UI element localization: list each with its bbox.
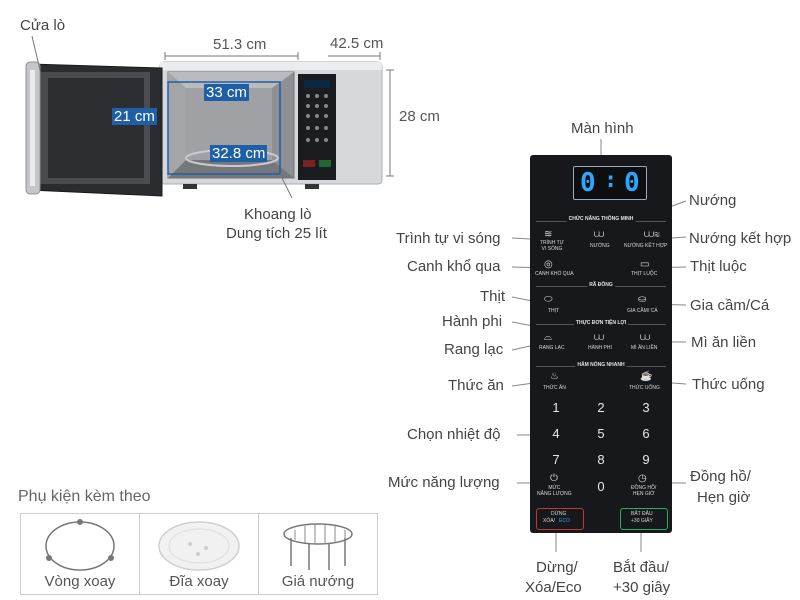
plus30-label: +30 GIÂY bbox=[631, 518, 653, 524]
display-callout: Màn hình bbox=[571, 120, 634, 137]
btn-poultry-fish[interactable]: GIA CẦM/ CÁ bbox=[627, 308, 658, 314]
callout-grill: Nướng bbox=[689, 192, 737, 209]
key-1[interactable]: 1 bbox=[552, 400, 560, 415]
noodle-icon: ⩊ bbox=[640, 332, 651, 343]
callout-clock-line1: Đồng hồ/ bbox=[690, 468, 751, 485]
btn-fried-onion[interactable]: HÀNH PHI bbox=[588, 345, 612, 351]
callout-poultry-fish: Gia cầm/Cá bbox=[690, 297, 770, 314]
btn-food[interactable]: THỨC ĂN bbox=[543, 385, 566, 391]
food-icon: ♨ bbox=[550, 371, 559, 382]
btn-combo-grill[interactable]: NƯỚNG KẾT HỢP bbox=[624, 243, 668, 249]
boiled-meat-icon: ▭ bbox=[640, 259, 650, 270]
callout-temperature: Chọn nhiệt độ bbox=[407, 426, 501, 443]
accessory-plate: Đĩa xoay bbox=[139, 513, 259, 595]
meat-icon: ⬭ bbox=[544, 294, 553, 305]
callout-fried-onion: Hành phi bbox=[442, 313, 503, 330]
combo-grill-icon: ⩊≋ bbox=[644, 229, 660, 240]
btn-boiled-meat[interactable]: THỊT LUỘC bbox=[631, 271, 658, 277]
turntable-plate-icon bbox=[158, 521, 240, 571]
clear-label: XÓA/ bbox=[543, 518, 555, 524]
section-quick-reheat: HÂM NÓNG NHANH bbox=[575, 362, 627, 368]
callout-microwave-sequence: Trình tự vi sóng bbox=[396, 230, 501, 247]
callout-stop-line2: Xóa/Eco bbox=[525, 579, 582, 596]
callout-bittermelon-soup: Canh khổ qua bbox=[407, 258, 501, 275]
btn-microwave-sequence[interactable]: TRÌNH TỰ VI SÓNG bbox=[540, 240, 564, 252]
capacity-label: Dung tích 25 lít bbox=[226, 225, 327, 242]
callout-clock-line2: Hẹn giờ bbox=[697, 489, 751, 506]
drink-icon: ☕ bbox=[640, 371, 653, 382]
key-9[interactable]: 9 bbox=[642, 452, 650, 467]
btn-drink[interactable]: THỨC UỐNG bbox=[629, 385, 660, 391]
cavity-label: Khoang lò bbox=[244, 206, 312, 223]
cavity-dimension-box bbox=[167, 81, 281, 175]
onion-icon: ⩊ bbox=[594, 332, 605, 343]
start-label: BẮT ĐẦU bbox=[631, 511, 653, 517]
control-panel: 0 : 0 CHỨC NĂNG THÔNG MINH ≋ TRÌNH TỰ VI… bbox=[530, 155, 672, 533]
callout-meat: Thịt bbox=[480, 288, 506, 305]
cavity-height-label: 21 cm bbox=[112, 108, 157, 125]
accessory-ring: Vòng xoay bbox=[20, 513, 140, 595]
accessory-rack-label: Giá nướng bbox=[281, 573, 355, 590]
key-4[interactable]: 4 bbox=[552, 426, 560, 441]
key-2[interactable]: 2 bbox=[597, 400, 605, 415]
callout-combo-grill: Nướng kết hợp bbox=[689, 230, 792, 247]
btn-meat[interactable]: THỊT bbox=[548, 308, 560, 314]
grill-rack-icon bbox=[283, 523, 353, 570]
key-7[interactable]: 7 bbox=[552, 452, 560, 467]
bittermelon-icon: ◎ bbox=[544, 259, 553, 270]
key-6[interactable]: 6 bbox=[642, 426, 650, 441]
peanut-icon: ⌓ bbox=[544, 332, 552, 343]
cavity-depth-label: 32.8 cm bbox=[210, 145, 268, 162]
display-colon: : bbox=[604, 168, 618, 193]
accessories-title: Phụ kiện kèm theo bbox=[18, 488, 151, 505]
depth-dimension: 42.5 cm bbox=[330, 35, 384, 52]
btn-bittermelon-soup[interactable]: CANH KHỔ QUA bbox=[535, 271, 574, 277]
grill-icon: ⩊ bbox=[594, 229, 605, 240]
callout-drink: Thức uống bbox=[692, 376, 765, 393]
accessory-plate-label: Đĩa xoay bbox=[169, 573, 229, 590]
door-label: Cửa lò bbox=[20, 17, 66, 34]
section-convenient-menu: THỰC ĐƠN TIỆN LỢI bbox=[573, 320, 629, 326]
clock-icon: ◷ bbox=[638, 473, 647, 484]
key-8[interactable]: 8 bbox=[597, 452, 605, 467]
btn-roast-peanut[interactable]: RANG LẠC bbox=[539, 345, 565, 351]
section-smart-functions: CHỨC NĂNG THÔNG MINH bbox=[566, 216, 636, 222]
key-0[interactable]: 0 bbox=[597, 479, 605, 494]
ring-icon bbox=[45, 519, 115, 571]
key-3[interactable]: 3 bbox=[642, 400, 650, 415]
oven-top-highlight bbox=[160, 62, 382, 70]
callout-boiled-meat: Thịt luộc bbox=[690, 258, 747, 275]
btn-power-level[interactable]: MỨC NĂNG LƯỢNG bbox=[537, 485, 572, 497]
btn-grill[interactable]: NƯỚNG bbox=[590, 243, 610, 249]
key-5[interactable]: 5 bbox=[597, 426, 605, 441]
height-dimension: 28 cm bbox=[399, 108, 440, 125]
power-level-icon: ⏻ bbox=[550, 473, 558, 484]
btn-clock-timer[interactable]: ĐỒNG HỒ/ HẸN GIỜ bbox=[631, 485, 657, 497]
accessory-rack: Giá nướng bbox=[258, 513, 378, 595]
callout-start-line1: Bắt đầu/ bbox=[613, 559, 669, 576]
cavity-width-label: 33 cm bbox=[204, 84, 249, 101]
callout-start-line2: +30 giây bbox=[613, 579, 671, 596]
poultry-icon: ⛀ bbox=[638, 294, 647, 305]
display-left-digit: 0 bbox=[580, 168, 596, 198]
display-right-digit: 0 bbox=[624, 168, 640, 198]
callout-roast-peanut: Rang lạc bbox=[444, 341, 504, 358]
accessory-ring-label: Vòng xoay bbox=[44, 573, 116, 590]
callout-instant-noodle: Mì ăn liền bbox=[691, 334, 757, 351]
width-dimension: 51.3 cm bbox=[213, 36, 267, 53]
callout-power-level: Mức năng lượng bbox=[388, 474, 500, 491]
callout-stop-line1: Dừng/ bbox=[536, 559, 578, 576]
led-display: 0 : 0 bbox=[573, 166, 647, 200]
btn-instant-noodle[interactable]: MÌ ĂN LIỀN bbox=[631, 345, 658, 351]
btn-start-plus30[interactable]: BẮT ĐẦU +30 GIÂY bbox=[620, 508, 668, 530]
eco-label: ECO bbox=[559, 518, 570, 524]
microwave-seq-icon: ≋ bbox=[544, 229, 553, 240]
btn-stop-clear-eco[interactable]: DỪNG XÓA/ ECO bbox=[536, 508, 584, 530]
section-defrost: RÃ ĐÔNG bbox=[587, 282, 615, 288]
stop-label: DỪNG bbox=[551, 511, 567, 517]
callout-food: Thức ăn bbox=[448, 377, 504, 394]
